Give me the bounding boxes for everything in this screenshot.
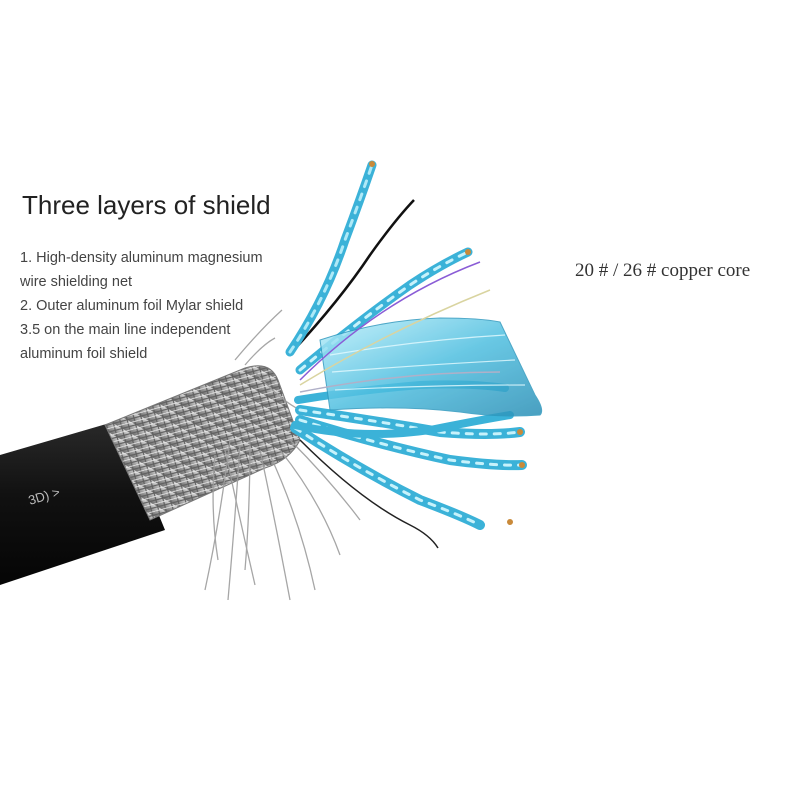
drain-wire-lower — [299, 439, 439, 549]
copper-tips — [369, 161, 525, 525]
shield-list-line-5: aluminum foil shield — [20, 346, 148, 362]
copper-core-label: 20 # / 26 # copper core — [575, 260, 751, 281]
foil-pairs — [285, 160, 527, 530]
shield-list-line-1: 1. High-density aluminum magnesium — [20, 250, 263, 266]
braided-shield — [104, 309, 361, 601]
inner-conductors — [299, 261, 501, 393]
shield-title: Three layers of shield — [22, 190, 271, 220]
shield-list-line-4: 3.5 on the main line independent — [20, 322, 231, 338]
shield-list: 1. High-density aluminum magnesium wire … — [20, 246, 263, 366]
shield-list-line-3: 2. Outer aluminum foil Mylar shield — [20, 298, 244, 314]
drain-wire — [291, 199, 415, 353]
shield-list-line-2: wire shielding net — [20, 274, 133, 290]
